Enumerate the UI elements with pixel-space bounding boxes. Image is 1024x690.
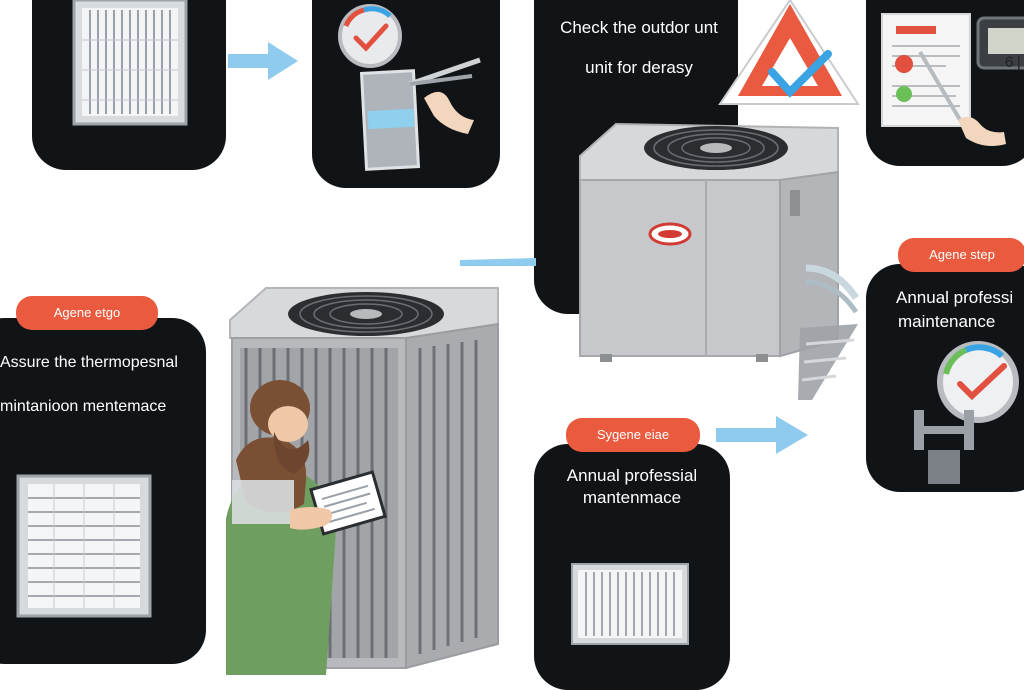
step-text-line: Annual professi xyxy=(896,288,1014,307)
step-card-annual-right: Annual professi maintenance xyxy=(866,264,1024,492)
step-text-line: Annual professial xyxy=(566,466,698,485)
flow-arrow xyxy=(228,42,298,80)
step-text-line: mintanioon mentemace xyxy=(0,398,167,415)
step-card-check-filter xyxy=(312,0,500,188)
step-badge: Sygene eiae xyxy=(566,418,700,452)
clipboard-icon xyxy=(881,13,1024,146)
step-card-assure-left: Assure the thermopesnal mintanioon mente… xyxy=(0,318,206,664)
gauge-check-icon xyxy=(338,4,481,171)
air-filter-icon xyxy=(72,0,188,126)
flow-arrow xyxy=(460,258,536,266)
step-badge: Agene step xyxy=(898,238,1024,272)
step-badge: Agene etgo xyxy=(16,296,158,330)
step-text-line: unit for derasy xyxy=(585,58,693,77)
ac-unit-icon xyxy=(579,122,859,400)
warning-check-icon xyxy=(718,0,860,105)
technician-icon xyxy=(226,380,387,675)
step-text-line: maintenance xyxy=(898,312,996,331)
step-text-line: Assure the thermopesnal xyxy=(0,354,178,371)
air-filter-icon xyxy=(16,474,152,618)
step-card-annual-middle: Annual professial mantenmace xyxy=(534,444,730,690)
step-text-line: mantenmace xyxy=(582,488,682,507)
flow-arrow xyxy=(716,416,808,454)
step-text-line: Check the outdor unt xyxy=(560,18,718,37)
step-card-thermostat-report: 6| xyxy=(866,0,1024,166)
thermostat-display: 6| xyxy=(1004,54,1024,72)
air-filter-icon xyxy=(571,563,689,645)
gauge-check-icon xyxy=(914,341,1019,484)
step-card-replace-filter xyxy=(32,0,226,170)
ac-unit-icon xyxy=(226,287,499,675)
